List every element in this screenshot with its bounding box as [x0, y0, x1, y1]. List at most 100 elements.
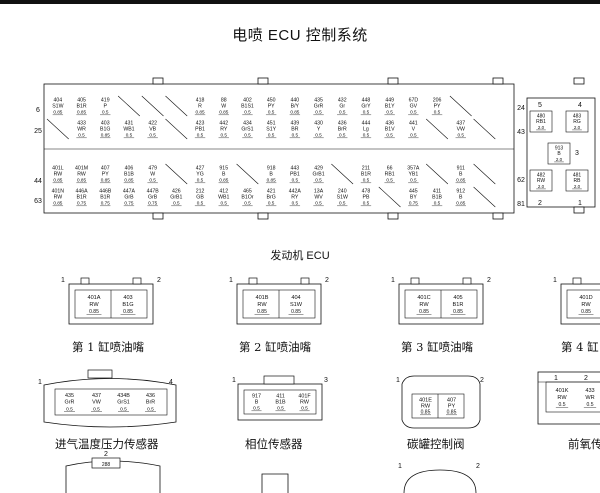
- ecu-row2-pin-7-wire: 442: [219, 121, 228, 127]
- ecu-row2-pin-6-color: PB1: [195, 127, 205, 133]
- ecu-row2-pin-2-color: B1G: [100, 127, 110, 133]
- ecu-row4-pin-10-color: RY: [291, 195, 299, 201]
- phase-sensor-pin-0-wire: 917: [252, 394, 261, 400]
- ecu-power-box-pin-4-color: RB: [574, 178, 582, 184]
- ecu-row2-pin-13-wire: 444: [362, 121, 371, 127]
- ecu-row3-pin-12: [331, 163, 354, 185]
- canister-valve-pin-0-color: RW: [421, 404, 431, 410]
- injector-2-pin-right-number: 2: [325, 277, 329, 284]
- canister-valve-label: 碳罐控制阀: [407, 437, 465, 451]
- ecu-row3-pin-2-wire: 407: [101, 166, 110, 172]
- ecu-row3-pin-14-color: RB1: [385, 172, 395, 178]
- ecu-row4-pin-0-wire: 401N: [52, 189, 65, 195]
- injector-3-pin-b-wire: 405: [453, 295, 462, 301]
- ecu-row2-pin-9-wire: 451: [267, 121, 276, 127]
- bottom-left-connector-pin-number: 2: [104, 451, 108, 458]
- canister-valve-pin-1-gauge: 0.85: [447, 410, 457, 416]
- intake-sensor-pin-3-wire: 436: [146, 393, 155, 399]
- ecu-row2-pin-8-color: GrS1: [241, 127, 253, 133]
- injector-1-tab-left: [80, 277, 90, 285]
- injector-3-tab-right: [462, 277, 472, 285]
- ecu-row3-pin-9-gauge: 0.85: [267, 178, 276, 183]
- ecu-row2-pin-6-wire: 423: [196, 121, 205, 127]
- ecu-row1-pin-3: [117, 95, 141, 117]
- ecu-row2-pin-16-empty-slash: [425, 118, 449, 140]
- o2-sensor-label: 前氧传: [568, 437, 600, 451]
- ecu-row1-pin-15-wire: 67D: [409, 98, 419, 104]
- ecu-power-box-pin-3-wire: 482: [537, 172, 546, 178]
- ecu-row1-pin-8-color: B1S1: [241, 104, 254, 110]
- ecu-row2-pin-3-gauge: 0.5: [126, 133, 133, 138]
- ecu-row3-pin-7-wire: 915: [219, 166, 228, 172]
- ecu-row2-pin-4-gauge: 0.5: [149, 133, 156, 138]
- ecu-row3-pin-17-gauge: 0.85: [456, 178, 465, 183]
- ecu-row4-pin-17-color: B: [459, 195, 463, 201]
- bottom-right-connector-pin-right-number: 2: [476, 463, 480, 470]
- ecu-row2-pin-6-gauge: 0.5: [197, 133, 204, 138]
- ecu-row3-pin-4-gauge: 0.5: [149, 178, 156, 183]
- ecu-top-notch-0: [152, 77, 164, 85]
- ecu-row3-pin-15-gauge: 0.5: [410, 178, 417, 183]
- ecu-top-notch-2: [387, 77, 399, 85]
- phase-sensor-label: 相位传感器: [245, 437, 303, 451]
- ecu-power-box-pin-0-wire: 480: [537, 113, 546, 119]
- ecu-row1-pin-13-color: GrY: [361, 104, 371, 110]
- ecu-row4-pin-15-wire: 445: [409, 189, 418, 195]
- ecu-row4-pin-11-wire: 13A: [314, 189, 324, 195]
- o2-sensor-pin-frame: [545, 381, 600, 413]
- ecu-row3-pin-10-color: PB1: [290, 172, 300, 178]
- ecu-row1-pin-10-wire: 440: [291, 98, 300, 104]
- ecu-row3-pin-15-wire: 357A: [407, 166, 420, 172]
- ecu-power-pin-label-4: 4: [578, 102, 582, 109]
- ecu-row3-pin-4-color: W: [150, 172, 155, 178]
- canister-valve-pin-0-wire: 401E: [419, 398, 432, 404]
- canister-valve-pin-1-color: PY: [448, 404, 456, 410]
- ecu-row2-pin-3-wire: 431: [125, 121, 134, 127]
- canister-valve-pin-left-number: 1: [396, 377, 400, 384]
- injector-1-pin-b-color: B1G: [122, 302, 133, 308]
- ecu-row1-pin-9-color: PY: [268, 104, 275, 110]
- injector-3-pin-a-color: RW: [419, 302, 429, 308]
- injector-4-pin-a-color: RW: [581, 302, 591, 308]
- injector-1-pin-b-wire: 403: [123, 295, 132, 301]
- injector-4-pin-a-gauge: 0.85: [581, 309, 591, 315]
- ecu-row1-pin-1-color: B1R: [77, 104, 87, 110]
- ecu-row2-pin-1-color: WR: [77, 127, 86, 133]
- intake-sensor-pin-0-color: GrR: [65, 400, 75, 406]
- injector-3-pin-a-gauge: 0.85: [419, 309, 429, 315]
- injector-3-pin-a-wire: 401C: [417, 295, 430, 301]
- ecu-row1-pin-11-gauge: 0.5: [315, 110, 322, 115]
- ecu-row4-pin-15-gauge: 0.75: [409, 201, 418, 206]
- ecu-row4-pin-7-gauge: 0.5: [221, 201, 228, 206]
- phase-sensor-pin-2-color: RW: [300, 400, 310, 406]
- ecu-row3-pin-0-gauge: 0.85: [53, 178, 62, 183]
- ecu-row4-pin-18: [473, 186, 496, 208]
- injector-2-tab-left: [248, 277, 258, 285]
- injector-2-label: 第 2 缸喷油嘴: [239, 340, 312, 354]
- intake-sensor-pin-1-gauge: 0.5: [93, 406, 100, 412]
- ecu-row1-pin-13-wire: 448: [362, 98, 371, 104]
- phase-sensor-pin-0-gauge: 0.5: [253, 406, 260, 412]
- ecu-row4-pin-1-color: B1R: [77, 195, 87, 201]
- ecu-row4-pin-15-color: BY: [410, 195, 417, 201]
- ecu-row1-pin-5-empty-slash: [165, 95, 188, 117]
- ecu-row1-pin-14-color: B1Y: [385, 104, 395, 110]
- ecu-row2-pin-1-gauge: 0.5: [78, 133, 85, 138]
